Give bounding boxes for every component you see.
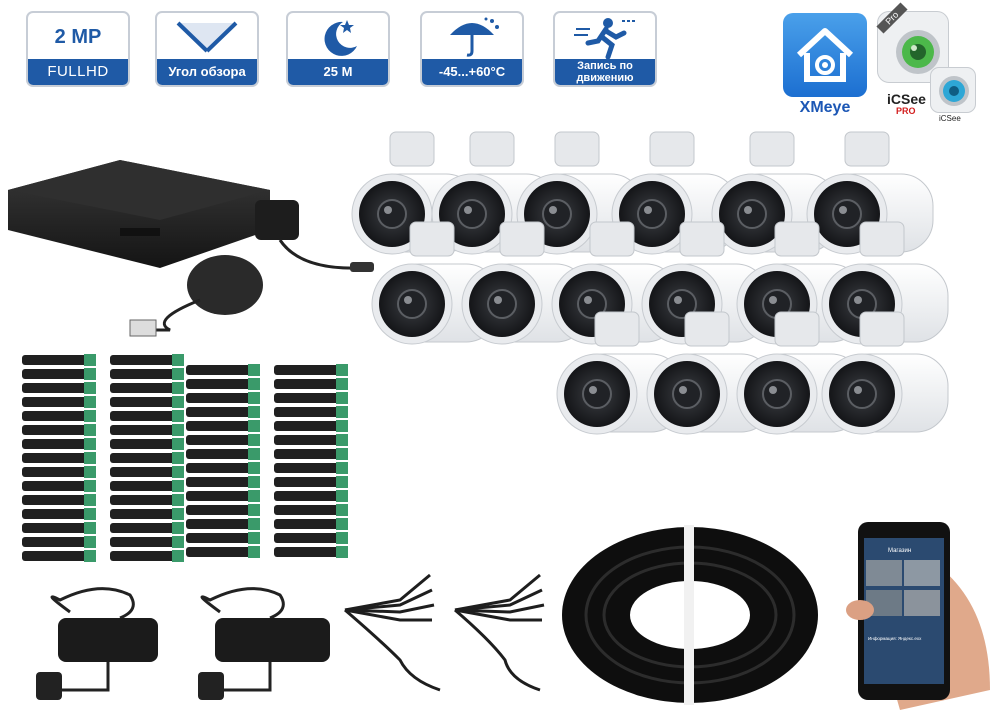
splitter-cables xyxy=(344,573,545,692)
phone-header: Магазин xyxy=(888,548,911,554)
xmeye-logo-icon xyxy=(783,13,867,97)
feature-badge-resolution: 2 MP FULLHD xyxy=(26,11,130,87)
temperature-label: -45...+60°C xyxy=(422,59,522,85)
power-supplies xyxy=(36,587,330,700)
xmeye-label: XMeye xyxy=(799,99,851,116)
running-person-icon xyxy=(574,18,636,59)
angle-label: Угол обзора xyxy=(157,59,257,85)
feature-badge-night: 25 M xyxy=(286,11,390,87)
nvr-recorder xyxy=(8,160,270,268)
icsee-pro-label: iCSee xyxy=(887,91,926,107)
resolution-label: FULLHD xyxy=(28,59,128,85)
mouse xyxy=(129,255,263,337)
feature-badge-angle: Угол обзора xyxy=(155,11,259,87)
cable-coil xyxy=(562,525,818,705)
umbrella-icon xyxy=(450,17,499,57)
pro-label: PRO xyxy=(896,106,916,116)
power-adapter xyxy=(255,200,374,272)
motion-label: Запись по движению xyxy=(555,59,655,85)
moon-icon xyxy=(324,20,357,56)
feature-badge-weather: -45...+60°C xyxy=(420,11,524,87)
camera-group xyxy=(351,131,949,435)
resolution-value: 2 MP xyxy=(54,25,102,48)
icsee-app: Pro iCSee PRO iCSee xyxy=(876,2,981,123)
smartphone xyxy=(846,522,990,710)
night-range-label: 25 M xyxy=(288,59,388,85)
icsee-logo-icon xyxy=(930,67,976,113)
phone-footer: Информация: Яндекс.ехх xyxy=(868,636,922,641)
view-angle-icon xyxy=(176,21,238,53)
xmeye-app: XMeye xyxy=(783,13,867,121)
power-connectors xyxy=(22,354,348,562)
icsee-small-label: iCSee xyxy=(939,114,961,123)
feature-badge-motion: Запись по движению xyxy=(553,11,657,87)
